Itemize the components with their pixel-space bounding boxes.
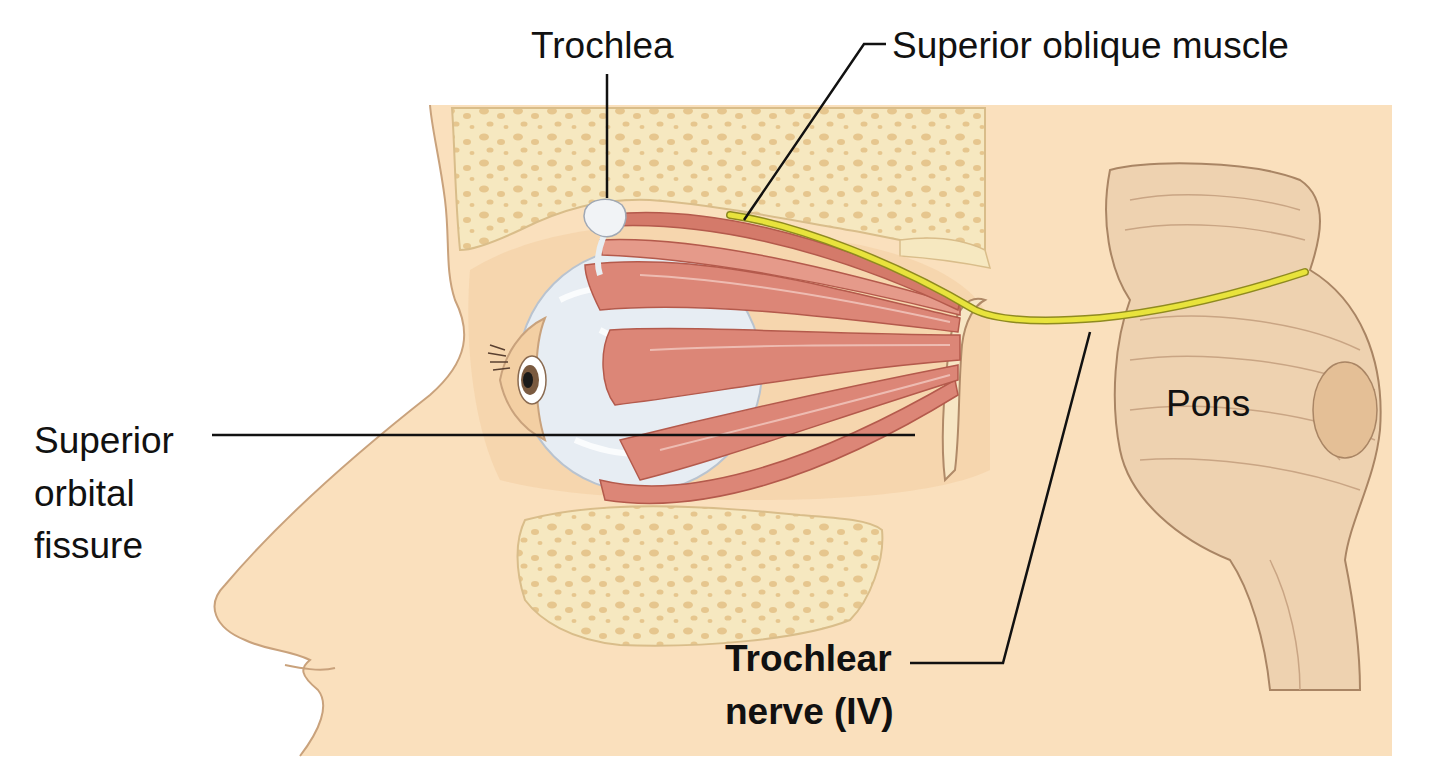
part-label: Superior orbital fissure bbox=[34, 415, 209, 573]
part-label: Pons bbox=[1166, 378, 1250, 431]
part-label: Superior oblique muscle bbox=[892, 20, 1289, 73]
part-label: Trochlea bbox=[531, 20, 674, 73]
nerve-label: Trochlear nerve (IV) bbox=[725, 633, 925, 738]
